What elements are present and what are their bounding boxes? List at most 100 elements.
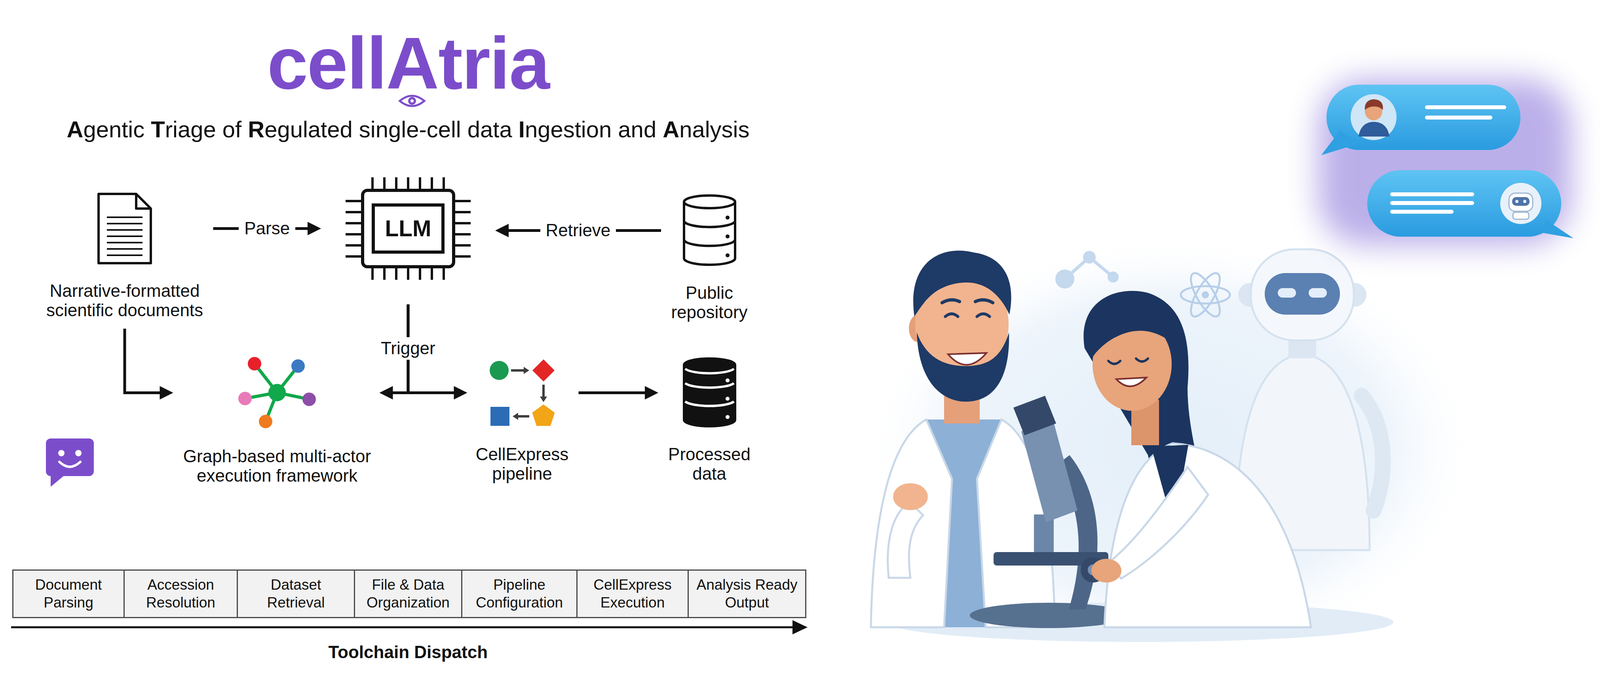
step-label: CellExpress Execution xyxy=(584,576,681,612)
graph-vertex xyxy=(238,391,252,406)
step-label: File & Data Organization xyxy=(362,576,455,612)
document-outline xyxy=(98,193,151,264)
flow-arrow xyxy=(511,369,525,372)
chat-bubble xyxy=(1367,170,1562,237)
robot-eye xyxy=(1308,288,1327,298)
man-eye xyxy=(945,313,958,317)
chip-pin xyxy=(406,177,410,191)
scene-backdrop xyxy=(862,233,1481,662)
toolchain-arrow-line xyxy=(11,626,795,629)
eye-pupil xyxy=(410,99,414,103)
chip-pin xyxy=(345,222,363,225)
edge-label: Parse xyxy=(238,217,296,240)
chip-pin xyxy=(345,210,363,214)
database-dot xyxy=(725,234,730,239)
step-box: Pipeline Configuration xyxy=(462,569,578,619)
initial-letter: T xyxy=(150,116,165,143)
chip-pin xyxy=(345,199,363,203)
toolchain-arrow-head xyxy=(792,620,808,635)
eye-iris xyxy=(408,96,417,105)
avatar-robot-head xyxy=(1508,193,1533,212)
woman-hand xyxy=(1091,558,1122,583)
chip-pin xyxy=(418,177,422,191)
step-label: Pipeline Configuration xyxy=(469,576,570,612)
chip-pin xyxy=(406,266,410,280)
man-hair xyxy=(913,250,1011,317)
step-label: Accession Resolution xyxy=(131,576,230,612)
edge-label: Retrieve xyxy=(540,219,617,242)
man-coat xyxy=(870,419,953,628)
message-line xyxy=(1425,105,1507,110)
node-label: CellExpress pipeline xyxy=(473,444,571,484)
llm-chip: LLM xyxy=(344,176,472,281)
molecule-icon xyxy=(1055,250,1119,289)
chat-icon xyxy=(45,438,94,477)
chat-bubble-tail xyxy=(1541,219,1574,239)
subtitle: Agentic Triage of Regulated single-cell … xyxy=(66,115,750,144)
avatar-robot-eye xyxy=(1523,199,1527,204)
step-label: Dataset Retrieval xyxy=(245,576,347,612)
robot-arm xyxy=(1361,395,1383,511)
database-dot xyxy=(725,415,730,420)
connector-line xyxy=(578,391,647,395)
chip-core xyxy=(373,205,443,253)
chip-pin xyxy=(345,255,363,258)
nucleus xyxy=(1201,291,1209,299)
avatar-robot-body xyxy=(1512,212,1529,220)
database-band xyxy=(685,401,734,407)
flow-arrow-head xyxy=(539,396,548,403)
chip-pin xyxy=(453,210,471,214)
chip-pin xyxy=(383,266,386,280)
chip-pin xyxy=(442,266,445,280)
eye-outline xyxy=(399,95,425,107)
database-band xyxy=(685,368,734,374)
initial-letter: A xyxy=(66,116,84,143)
icon-node: Graph-based multi-actor execution framew… xyxy=(181,355,374,486)
orbit xyxy=(1185,269,1226,321)
chip-body xyxy=(362,190,454,267)
initial-letter: R xyxy=(247,116,265,143)
flow-arrow-head xyxy=(512,412,519,420)
bubble-glow xyxy=(1318,79,1572,246)
graph-vertex xyxy=(258,414,273,429)
database-dot xyxy=(725,215,730,220)
icon-node: Processed data xyxy=(666,357,753,484)
flow-arrow xyxy=(542,384,545,398)
initial-letter: A xyxy=(662,116,680,143)
man-brow xyxy=(942,300,960,303)
arrow-head xyxy=(159,386,174,400)
avatar-robot-eye xyxy=(1515,199,1519,204)
man-beard xyxy=(916,332,1010,402)
arrow-head xyxy=(495,224,509,238)
graph-icon xyxy=(237,355,317,431)
chip-pin xyxy=(383,177,386,191)
chat-bubble xyxy=(1326,84,1521,151)
database-top xyxy=(684,195,736,209)
avatar-hair xyxy=(1364,99,1384,111)
doc-icon xyxy=(96,191,153,266)
chip-pin xyxy=(453,222,471,225)
arrow-head xyxy=(644,386,659,400)
message-line xyxy=(1390,201,1475,206)
step-box: Document Parsing xyxy=(12,569,125,619)
arrow-head xyxy=(454,386,468,400)
avatar-robot-visor xyxy=(1512,197,1530,206)
robot-head xyxy=(1250,249,1354,341)
node-label: Narrative-formatted scientific documents xyxy=(44,281,206,321)
step-diamond xyxy=(532,359,555,382)
text-line xyxy=(106,235,143,238)
connector xyxy=(124,328,174,400)
database-dot xyxy=(725,397,730,401)
text-line xyxy=(106,254,143,257)
microscope-eyepiece xyxy=(1013,395,1057,436)
chat-icon-tail xyxy=(50,473,68,487)
chip-label: LLM xyxy=(384,216,432,242)
text-line xyxy=(106,248,143,250)
atom-icon xyxy=(1180,269,1230,321)
microscope-tube xyxy=(1021,419,1078,523)
start-circle xyxy=(489,361,509,381)
database-body xyxy=(684,201,736,265)
woman-mouth xyxy=(1116,377,1147,387)
icon-node: Narrative-formatted scientific documents xyxy=(44,191,206,321)
page-fold xyxy=(136,193,151,209)
